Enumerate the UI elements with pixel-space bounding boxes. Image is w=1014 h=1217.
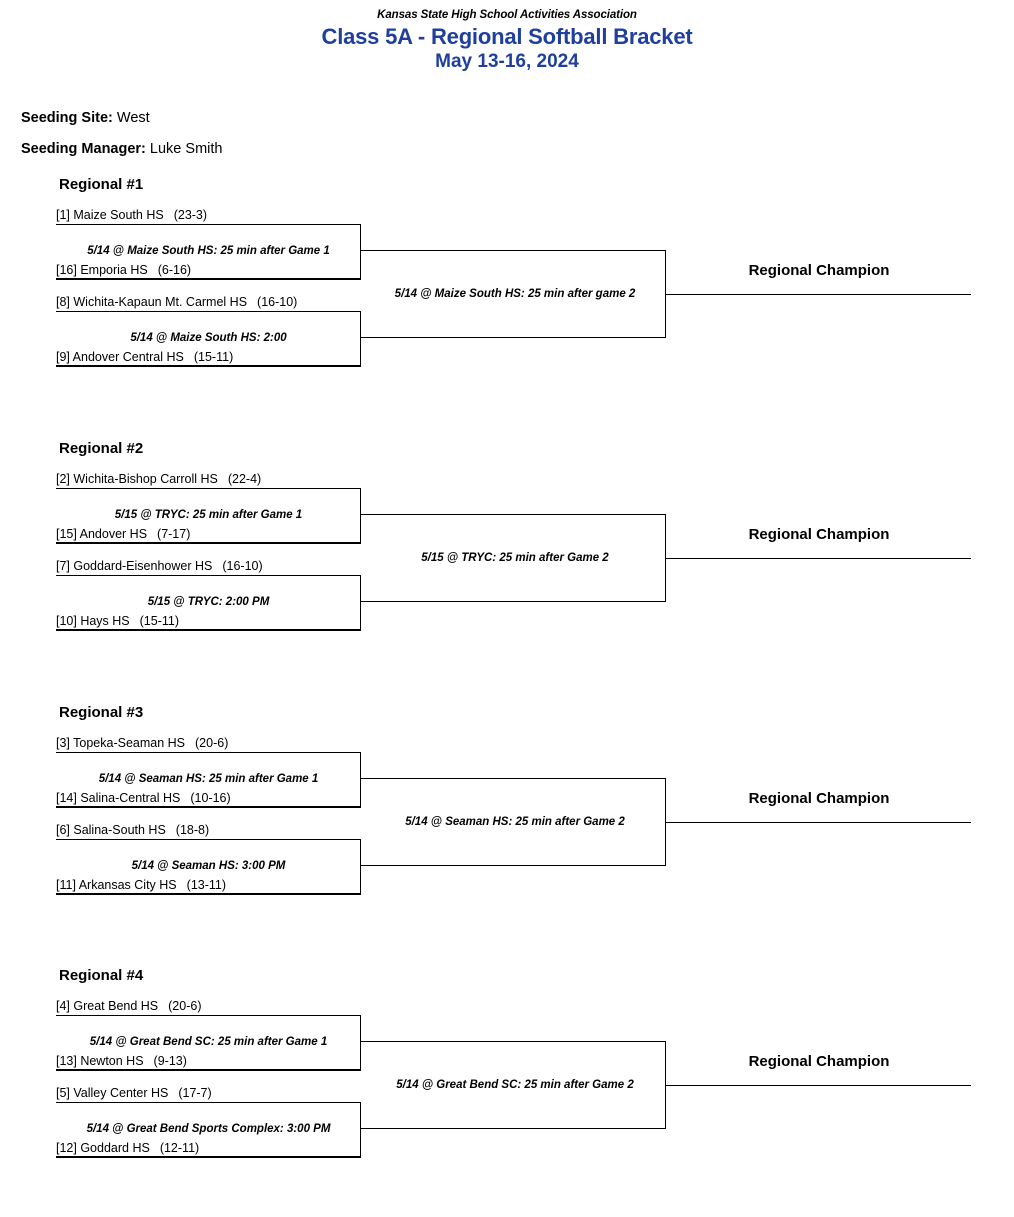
region-title: Regional #3 xyxy=(59,704,144,721)
team-record: (15-11) xyxy=(193,350,234,364)
team-record: (16-10) xyxy=(257,295,298,309)
team-record: (13-11) xyxy=(186,878,227,892)
bracket-team-slot: [1] Maize South HS (23-3) xyxy=(56,208,361,225)
game-box-2 xyxy=(56,1102,361,1157)
game-1-info: 5/15 @ TRYC: 25 min after Game 1 xyxy=(114,509,303,521)
game-2-info: 5/15 @ TRYC: 2:00 PM xyxy=(147,596,270,608)
team-name: [2] Wichita-Bishop Carroll HS xyxy=(56,472,218,486)
game-box-1 xyxy=(56,1015,361,1070)
championship-game-box xyxy=(364,778,666,866)
team-name: [12] Goddard HS xyxy=(56,1141,150,1155)
team-record: (12-11) xyxy=(159,1141,200,1155)
championship-game-box xyxy=(364,250,666,338)
bracket-team-slot: [16] Emporia HS (6-16) xyxy=(56,263,361,280)
team-name: [11] Arkansas City HS xyxy=(56,878,177,892)
regional-champion-label: Regional Champion xyxy=(748,262,890,279)
region-block: Regional #4 [4] Great Bend HS (20-6) 5/14… xyxy=(0,967,1014,1217)
team-name: [8] Wichita-Kapaun Mt. Carmel HS xyxy=(56,295,248,309)
game-box-2 xyxy=(56,839,361,894)
game-2-info: 5/14 @ Great Bend Sports Complex: 3:00 P… xyxy=(86,1123,331,1135)
team-name: [14] Salina-Central HS xyxy=(56,791,181,805)
team-record: (20-6) xyxy=(168,999,202,1013)
team-record: (18-8) xyxy=(175,823,210,837)
team-name: [3] Topeka-Seaman HS xyxy=(56,736,186,750)
team-name: [10] Hays HS xyxy=(56,614,130,628)
game-3-info: 5/15 @ TRYC: 25 min after Game 2 xyxy=(421,552,609,564)
game-3-info: 5/14 @ Great Bend SC: 25 min after Game … xyxy=(396,1079,634,1091)
team-record: (9-13) xyxy=(153,1054,187,1068)
team-name: [7] Goddard-Eisenhower HS xyxy=(56,559,213,573)
championship-game-box xyxy=(364,514,666,602)
team-record: (7-17) xyxy=(157,527,191,541)
bracket-team-slot: [4] Great Bend HS (20-6) xyxy=(56,999,361,1016)
seeding-site-value: West xyxy=(116,110,150,126)
region-title: Regional #4 xyxy=(59,967,144,984)
team-record: (22-4) xyxy=(227,472,262,486)
page-title: Class 5A - Regional Softball Bracket xyxy=(321,24,693,49)
game-2-info: 5/14 @ Maize South HS: 2:00 xyxy=(130,332,287,344)
team-name: [15] Andover HS xyxy=(56,527,148,541)
team-name: [5] Valley Center HS xyxy=(56,1086,169,1100)
regional-champion-line xyxy=(666,294,971,295)
seeding-site-label: Seeding Site: xyxy=(21,110,113,126)
game-box-1 xyxy=(56,488,361,543)
team-name: [16] Emporia HS xyxy=(56,263,148,277)
page-dates: May 13-16, 2024 xyxy=(435,51,579,72)
team-record: (23-3) xyxy=(173,208,208,222)
bracket-team-slot: [5] Valley Center HS (17-7) xyxy=(56,1086,361,1103)
team-name: [1] Maize South HS xyxy=(56,208,164,222)
championship-game-box xyxy=(364,1041,666,1129)
seeding-manager-value: Luke Smith xyxy=(149,141,223,157)
game-1-info: 5/14 @ Seaman HS: 25 min after Game 1 xyxy=(98,773,319,785)
bracket-team-slot: [11] Arkansas City HS (13-11) xyxy=(56,878,361,895)
game-3-info: 5/14 @ Maize South HS: 25 min after game… xyxy=(394,288,636,300)
game-box-1 xyxy=(56,224,361,279)
bracket-team-slot: [7] Goddard-Eisenhower HS (16-10) xyxy=(56,559,361,576)
game-3-info: 5/14 @ Seaman HS: 25 min after Game 2 xyxy=(405,816,625,828)
bracket-team-slot: [9] Andover Central HS (15-11) xyxy=(56,350,361,367)
bracket-team-slot: [14] Salina-Central HS (10-16) xyxy=(56,791,361,808)
game-box-2 xyxy=(56,311,361,366)
region-block: Regional #3 [3] Topeka-Seaman HS (20-6) 5… xyxy=(0,704,1014,954)
team-record: (6-16) xyxy=(157,263,192,277)
regional-champion-label: Regional Champion xyxy=(748,790,890,807)
bracket-team-slot: [10] Hays HS (15-11) xyxy=(56,614,361,631)
team-name: [4] Great Bend HS xyxy=(56,999,159,1013)
bracket-team-slot: [6] Salina-South HS (18-8) xyxy=(56,823,361,840)
regional-champion-line xyxy=(666,822,971,823)
team-record: (16-10) xyxy=(222,559,263,573)
team-name: [13] Newton HS xyxy=(56,1054,144,1068)
regional-champion-label: Regional Champion xyxy=(748,1053,890,1070)
bracket-team-slot: [3] Topeka-Seaman HS (20-6) xyxy=(56,736,361,753)
regional-champion-line xyxy=(666,558,971,559)
bracket-team-slot: [8] Wichita-Kapaun Mt. Carmel HS (16-10) xyxy=(56,295,361,312)
team-name: [6] Salina-South HS xyxy=(56,823,166,837)
seeding-manager: Seeding Manager: Luke Smith xyxy=(21,141,222,157)
team-record: (10-16) xyxy=(190,791,231,805)
region-block: Regional #1 [1] Maize South HS (23-3) 5/1… xyxy=(0,176,1014,426)
region-title: Regional #2 xyxy=(59,440,144,457)
bracket-team-slot: [2] Wichita-Bishop Carroll HS (22-4) xyxy=(56,472,361,489)
game-1-info: 5/14 @ Great Bend SC: 25 min after Game … xyxy=(89,1036,328,1048)
team-name: [9] Andover Central HS xyxy=(56,350,184,364)
regional-champion-line xyxy=(666,1085,971,1086)
association-name: Kansas State High School Activities Asso… xyxy=(377,9,637,21)
team-record: (20-6) xyxy=(195,736,229,750)
team-record: (17-7) xyxy=(178,1086,212,1100)
seeding-manager-label: Seeding Manager: xyxy=(21,141,146,157)
region-title: Regional #1 xyxy=(59,176,144,193)
bracket-team-slot: [13] Newton HS (9-13) xyxy=(56,1054,361,1071)
region-block: Regional #2 [2] Wichita-Bishop Carroll H… xyxy=(0,440,1014,690)
game-1-info: 5/14 @ Maize South HS: 25 min after Game… xyxy=(87,245,330,257)
game-2-info: 5/14 @ Seaman HS: 3:00 PM xyxy=(131,860,286,872)
bracket-team-slot: [15] Andover HS (7-17) xyxy=(56,527,361,544)
regional-champion-label: Regional Champion xyxy=(748,526,890,543)
game-box-1 xyxy=(56,752,361,807)
seeding-site: Seeding Site: West xyxy=(21,110,150,126)
bracket-team-slot: [12] Goddard HS (12-11) xyxy=(56,1141,361,1158)
team-record: (15-11) xyxy=(139,614,180,628)
game-box-2 xyxy=(56,575,361,630)
